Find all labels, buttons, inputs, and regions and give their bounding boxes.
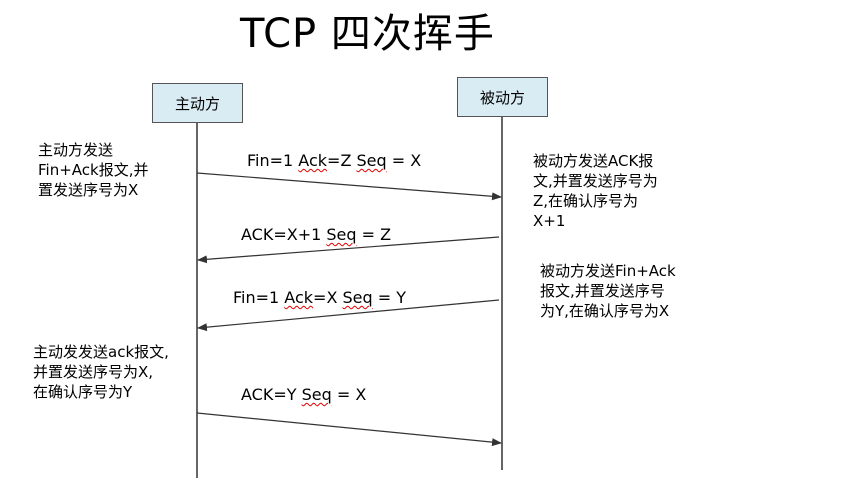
msg-text: = Y — [372, 288, 406, 307]
note-passive-send-fin: 被动方发送Fin+Ack 报文,并置发送序号 为Y,在确认序号为X — [540, 261, 676, 321]
note-line: 报文,并置发送序号 — [540, 282, 665, 300]
message-fin-ack-2: Fin=1 Ack=X Seq = Y — [233, 288, 406, 307]
note-line: Z,在确认序号为 — [533, 192, 639, 210]
note-line: 为Y,在确认序号为X — [540, 302, 670, 320]
msg-text: Fin=1 — [247, 151, 299, 170]
message-ack-1: ACK=X+1 Seq = Z — [241, 225, 391, 244]
message-ack-2: ACK=Y Seq = X — [241, 385, 366, 404]
msg-text: = X — [386, 151, 422, 170]
note-line: 主动发发送ack报文, — [33, 343, 169, 361]
actor-passive-side: 被动方 — [457, 77, 548, 117]
note-line: 被动方发送ACK报 — [533, 152, 654, 170]
note-line: 被动方发送Fin+Ack — [540, 262, 676, 280]
msg-text: ACK=Y — [241, 385, 302, 404]
msg-text: Seq — [356, 151, 387, 170]
actor-active-side: 主动方 — [152, 83, 243, 123]
msg-text: = Z — [356, 225, 392, 244]
note-line: X+1 — [533, 212, 566, 230]
arrow-ack-2 — [196, 412, 502, 447]
msg-text: Ack — [298, 151, 328, 170]
note-line: 在确认序号为Y — [33, 383, 133, 401]
note-line: 文,并置发送序号为 — [533, 172, 658, 190]
note-line: 置发送序号为X — [38, 181, 139, 199]
note-active-send-ack: 主动发发送ack报文, 并置发送序号为X, 在确认序号为Y — [33, 342, 169, 402]
note-line: Fin+Ack报文,并 — [38, 161, 149, 179]
msg-text: Seq — [342, 288, 373, 307]
msg-text: Ack — [284, 288, 314, 307]
arrow-fin-ack-1 — [196, 172, 502, 201]
msg-text: = X — [331, 385, 367, 404]
message-fin-ack-1: Fin=1 Ack=Z Seq = X — [247, 151, 421, 170]
page-title: TCP 四次挥手 — [240, 11, 495, 57]
arrow-ack-1 — [197, 236, 500, 264]
msg-text: =X — [313, 288, 343, 307]
msg-text: Seq — [326, 225, 357, 244]
note-active-send-fin: 主动方发送 Fin+Ack报文,并 置发送序号为X — [38, 140, 148, 200]
note-line: 主动方发送 — [38, 141, 114, 159]
msg-text: ACK=X+1 — [241, 225, 327, 244]
arrow-fin-ack-2 — [197, 299, 500, 332]
msg-text: =Z — [327, 151, 357, 170]
msg-text: Seq — [301, 385, 332, 404]
note-passive-send-ack: 被动方发送ACK报 文,并置发送序号为 Z,在确认序号为 X+1 — [533, 151, 658, 231]
note-line: 并置发送序号为X, — [33, 363, 154, 381]
msg-text: Fin=1 — [233, 288, 285, 307]
